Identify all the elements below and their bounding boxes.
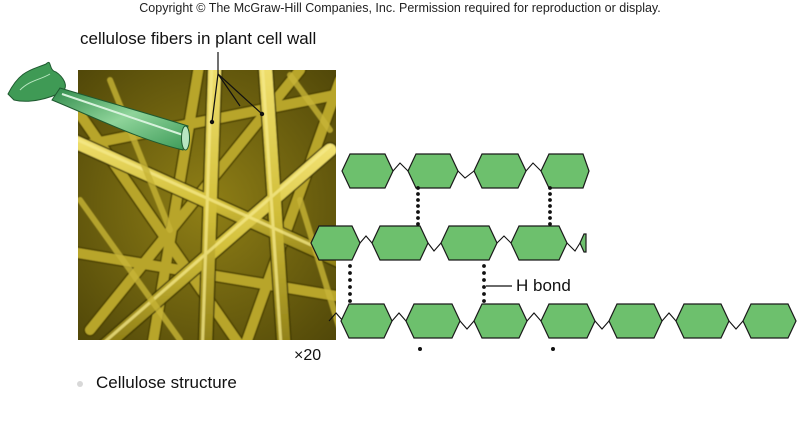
glycosidic-link [566,242,581,252]
glycosidic-link [391,312,407,322]
glycosidic-link [459,320,475,330]
h-bond-label: H bond [516,276,571,295]
glucose-ring [407,153,459,189]
glycosidic-link [526,312,542,322]
hydrogen-bonds [348,186,555,351]
glycosidic-link [525,162,542,172]
glucose-ring [742,303,797,339]
fiber-pointer-dot-2 [259,111,265,117]
glycosidic-link [392,162,409,172]
glucose-ring [310,225,361,261]
glucose-ring [540,303,596,339]
glucose-ring [579,233,587,253]
glucose-ring [473,303,528,339]
celery-stalk-icon [7,61,190,151]
glucose-ring [340,303,393,339]
glucose-ring [540,153,590,189]
glucose-ring [473,153,527,189]
glucose-ring [608,303,663,339]
glycosidic-link [328,312,344,322]
glucose-ring [440,225,498,261]
glucose-ring [510,225,568,261]
cellulose-chains [310,153,797,351]
fiber-pointer-dot-1 [209,119,215,125]
fibers-label: cellulose fibers in plant cell wall [80,29,317,48]
caption-bullet [77,381,83,387]
glycosidic-link [728,320,744,330]
glycosidic-link [427,242,442,252]
micrograph-image [78,70,336,340]
glucose-ring [675,303,730,339]
copyright-notice: Copyright © The McGraw-Hill Companies, I… [139,1,661,15]
figure-caption: Cellulose structure [96,373,237,392]
glycosidic-link [359,235,373,244]
glucose-ring [371,225,429,261]
glucose-ring [341,153,394,189]
glycosidic-link [496,235,512,244]
fiber-leader-lines [211,52,263,123]
glycosidic-link [457,170,475,179]
glucose-ring [405,303,461,339]
glycosidic-link [594,320,610,330]
glycosidic-link [661,312,677,322]
magnification-label: ×20 [294,347,322,364]
